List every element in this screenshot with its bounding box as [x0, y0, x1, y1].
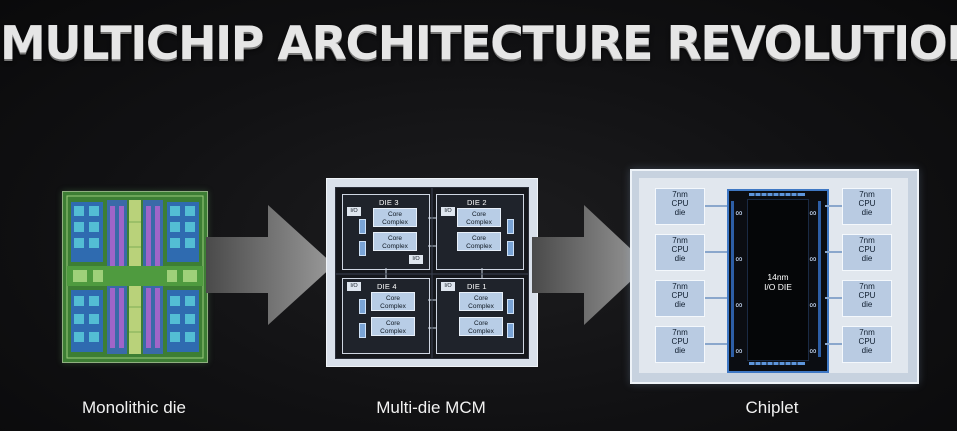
io-block: I/O	[441, 282, 455, 291]
infinity-fabric-icon: ∞	[735, 346, 743, 357]
port	[359, 241, 366, 256]
io-block: I/O	[409, 255, 423, 264]
port	[507, 241, 514, 256]
port	[507, 299, 514, 314]
infinity-fabric-icon: ∞	[809, 300, 817, 311]
io-block: I/O	[441, 207, 455, 216]
port	[359, 299, 366, 314]
die-label: DIE 3	[379, 198, 399, 207]
io-block: I/O	[347, 207, 361, 216]
die-label: DIE 1	[467, 282, 487, 291]
infinity-fabric-icon: ∞	[809, 254, 817, 265]
infinity-fabric-icon: ∞	[735, 254, 743, 265]
right-arrow-icon	[206, 205, 334, 325]
right-arrow-icon	[532, 205, 648, 325]
io-block: I/O	[347, 282, 361, 291]
port	[507, 219, 514, 234]
infinity-fabric-icon: ∞	[735, 300, 743, 311]
io-die-pads	[731, 193, 821, 365]
caption-monolithic-die: Monolithic die	[82, 398, 186, 417]
infinity-fabric-icon: ∞	[809, 208, 817, 219]
monolithic-die-image	[62, 191, 208, 363]
infinity-fabric-icon: ∞	[809, 346, 817, 357]
page-title: MULTICHIP ARCHITECTURE REVOLUTION	[0, 16, 957, 70]
die-label: DIE 2	[467, 198, 487, 207]
die-interconnects	[336, 188, 528, 358]
port	[359, 323, 366, 338]
caption-multi-die-mcm: Multi-die MCM	[376, 398, 486, 417]
port	[507, 323, 514, 338]
die-label: DIE 4	[377, 282, 397, 291]
cpu-io-links	[705, 205, 842, 345]
port	[359, 219, 366, 234]
caption-chiplet: Chiplet	[745, 398, 799, 417]
infinity-fabric-icon: ∞	[735, 208, 743, 219]
